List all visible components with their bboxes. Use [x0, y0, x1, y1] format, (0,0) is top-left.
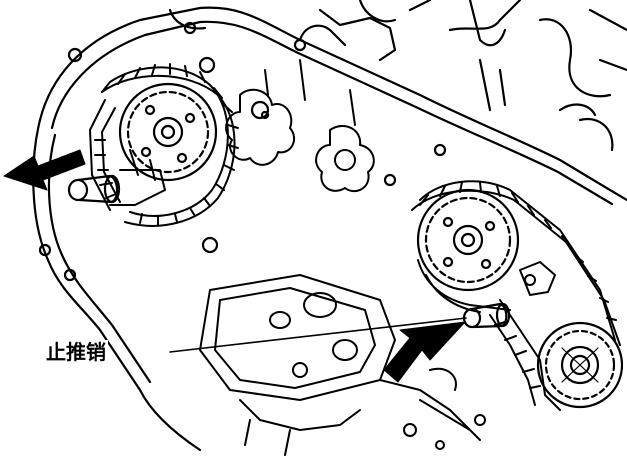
upper-left-camshaft-sprocket — [118, 82, 218, 182]
removal-arrow-left — [3, 149, 86, 191]
engine-front-housing-bosses — [199, 59, 486, 456]
timing-chain-right — [411, 180, 621, 411]
timing-chain-left — [89, 63, 239, 227]
crankshaft-sprocket — [536, 321, 624, 409]
removal-arrow-right — [383, 321, 466, 383]
thrust-pin-left — [67, 174, 121, 204]
callout-leader-line — [169, 317, 467, 353]
engine-front-housing — [32, 0, 627, 452]
lower-right-sprocket — [416, 188, 520, 292]
thrust-pin-label: 止推销 — [44, 340, 108, 364]
